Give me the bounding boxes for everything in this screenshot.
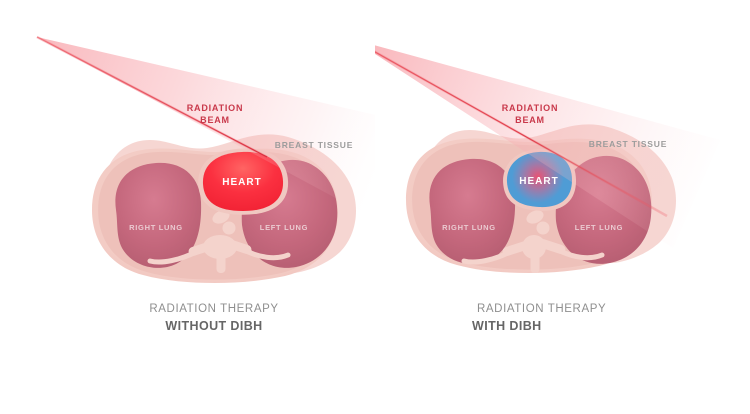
- breast-tissue-label: BREAST TISSUE: [275, 140, 353, 150]
- vertebra-body: [203, 235, 237, 259]
- radiation-beam-label-line2: BEAM: [515, 115, 545, 125]
- panel-without-dibh: RADIATION BEAM BREAST TISSUE RIGHT LUNG …: [36, 35, 375, 334]
- heart-shape-red: [202, 151, 284, 211]
- vessel-cross-section: [526, 210, 544, 224]
- spine-and-vessels: [461, 210, 605, 273]
- caption-line1: RADIATION THERAPY: [149, 303, 279, 315]
- vessel-cross-section: [222, 221, 236, 235]
- right-lung-shape: [115, 162, 202, 268]
- caption-with-dibh: RADIATION THERAPY WITH DIBH: [472, 302, 606, 334]
- radiation-beam-label-line1: RADIATION: [502, 103, 559, 113]
- left-lung-label: LEFT LUNG: [260, 223, 308, 232]
- left-lung-label: LEFT LUNG: [575, 223, 623, 232]
- spine-and-vessels: [147, 210, 291, 273]
- heart-label: HEART: [519, 176, 558, 187]
- radiation-beam-label-line1: RADIATION: [187, 103, 244, 113]
- panel-with-dibh: RADIATION BEAM BREAST TISSUE RIGHT LUNG …: [375, 0, 750, 414]
- right-lung-shape: [429, 158, 516, 264]
- radiation-beam-fan: [37, 37, 375, 220]
- heart-label: HEART: [222, 177, 261, 188]
- radiation-beam-edge-line: [375, 51, 668, 217]
- caption-line1: RADIATION THERAPY: [477, 303, 607, 315]
- thorax-illustration-with-dibh: RADIATION BEAM BREAST TISSUE RIGHT LUNG …: [375, 45, 720, 273]
- right-lung-label: RIGHT LUNG: [442, 223, 496, 232]
- vertebra-body: [522, 235, 546, 259]
- thorax-illustration-without-dibh: RADIATION BEAM BREAST TISSUE RIGHT LUNG …: [36, 35, 375, 283]
- breast-tissue-label: BREAST TISSUE: [589, 139, 667, 149]
- caption-line2: WITH DIBH: [472, 319, 542, 333]
- caption-line2: WITHOUT DIBH: [165, 319, 263, 333]
- vessel-cross-section: [536, 221, 550, 235]
- caption-without-dibh: RADIATION THERAPY WITHOUT DIBH: [64, 302, 364, 334]
- radiation-beam-label-line2: BEAM: [200, 115, 230, 125]
- right-lung-label: RIGHT LUNG: [129, 223, 183, 232]
- radiation-beam-edge-line: [36, 36, 268, 158]
- vessel-cross-section: [212, 210, 230, 224]
